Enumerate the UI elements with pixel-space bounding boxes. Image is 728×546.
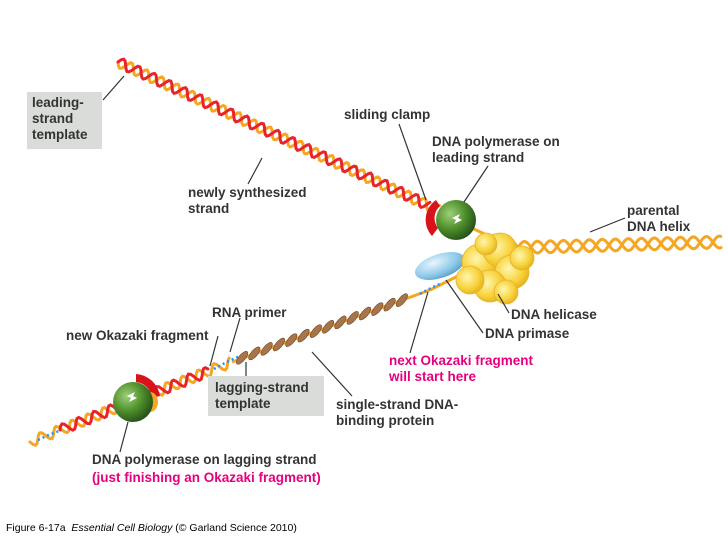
sliding-clamp-lagging [136, 374, 160, 398]
lagging-template-label-box [208, 376, 324, 416]
dna-polymerase-lagging [113, 382, 153, 422]
dna-helicase-subunit [493, 279, 519, 305]
polymerase-lagging-label: DNA polymerase on lagging strand [92, 452, 317, 467]
rna-primer-new [213, 354, 241, 371]
ssb-protein [260, 342, 273, 356]
ssb-protein [236, 351, 249, 365]
leading-template-leader [102, 75, 125, 101]
parental-strand-1 [503, 234, 723, 256]
helicase-label: DNA helicase [511, 307, 597, 322]
next-okazaki-leader [409, 291, 429, 354]
polymerase-lagging-note: (just finishing an Okazaki fragment) [92, 470, 321, 485]
polymerase-lagging-leader [119, 421, 129, 453]
parental-strand-2 [503, 234, 723, 255]
parental-leader [589, 217, 626, 233]
rna-primer-label: RNA primer [212, 305, 287, 320]
ssb-protein [322, 320, 335, 334]
figure-caption: Figure 6-17a Essential Cell Biology (© G… [6, 522, 297, 534]
ssb-protein [334, 315, 347, 330]
polymerase-arrow-icon [127, 392, 137, 402]
newly-synthesized-leader [247, 157, 263, 185]
ssb-protein [297, 328, 310, 343]
sliding-clamp-label: sliding clamp [344, 107, 431, 122]
ssb-leader [311, 351, 353, 397]
rna-primer-leader [229, 317, 241, 353]
ssb-protein [273, 337, 285, 352]
rna-primer-next [419, 282, 441, 296]
new-okazaki-leader [209, 335, 219, 367]
sliding-clamp-leader [398, 123, 427, 201]
ssb-protein-label: single-strand DNA-binding protein [336, 397, 459, 428]
ssb-protein [371, 302, 384, 316]
ssb-protein [346, 311, 359, 325]
ssb-protein [309, 324, 322, 338]
leading-new-strand [116, 57, 432, 209]
helicase-leader [497, 293, 510, 314]
polymerase-arrow-icon [452, 214, 462, 224]
dna-primase [414, 252, 466, 280]
sliding-clamp-leading [425, 200, 440, 236]
primase-leader [445, 279, 484, 334]
leading-template-label-box [27, 92, 102, 149]
new-okazaki-label: new Okazaki fragment [66, 328, 209, 343]
ssb-protein [383, 297, 396, 312]
ssb-protein [359, 306, 371, 321]
dna-helicase-subunit [474, 232, 498, 256]
polymerase-leading-leader [463, 165, 489, 203]
primase-label: DNA primase [485, 326, 570, 341]
ssb-protein [285, 333, 298, 347]
ssb-protein [395, 293, 408, 307]
ssb-protein [248, 346, 261, 361]
dna-helicase-subunit [455, 265, 485, 295]
dna-helicase-subunit [509, 245, 535, 271]
